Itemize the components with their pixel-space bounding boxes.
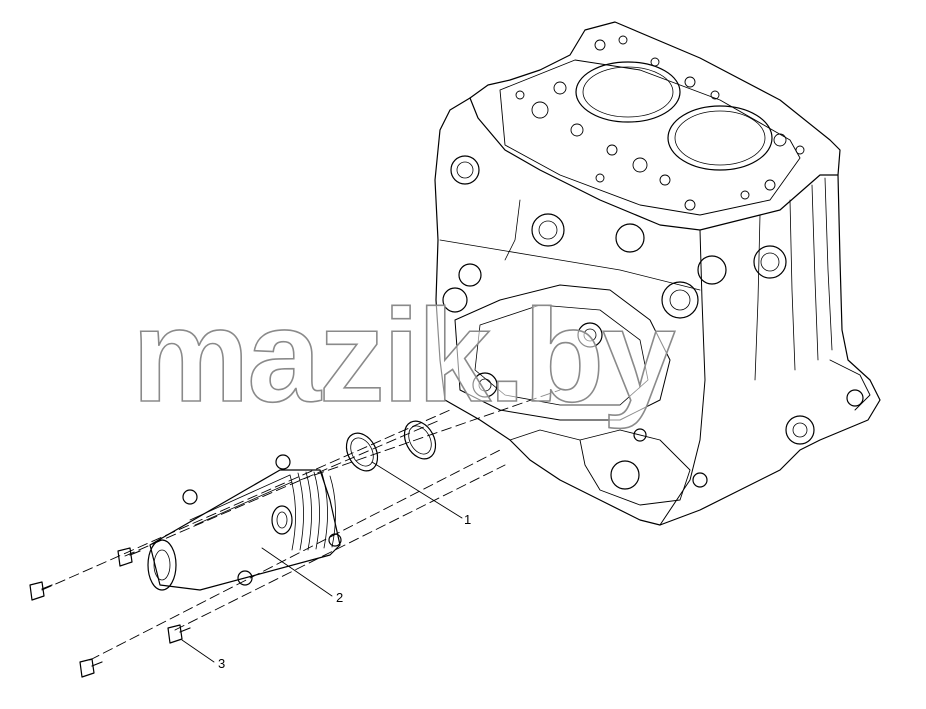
engine-block [434,21,881,526]
callout-1: 1 [464,512,472,527]
o-ring-seals [345,420,437,472]
mounting-bolts [29,547,191,678]
callout-2: 2 [336,590,344,605]
callout-leaders [181,461,463,663]
watermark-text: mazik.by [131,282,676,429]
deck-holes [515,35,805,211]
assembly-lines [41,389,561,661]
cylinder-bore-1 [575,61,681,123]
cylinder-bore-2 [667,105,773,171]
oil-cooler [147,454,342,591]
callout-3: 3 [218,656,226,671]
